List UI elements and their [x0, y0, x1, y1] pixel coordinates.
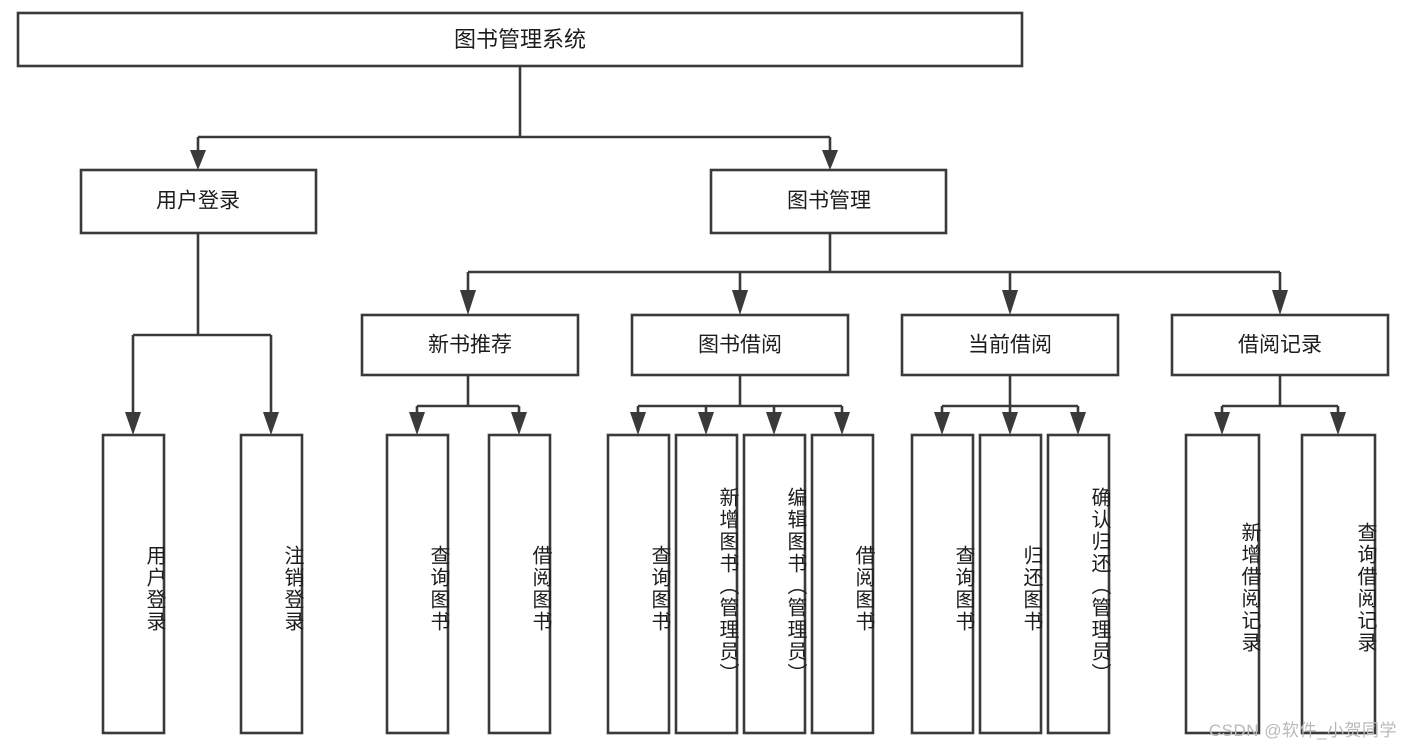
node-root[interactable]: 图书管理系统 — [16, 11, 1024, 68]
leaf-box-book-borrow-1[interactable] — [606, 433, 671, 735]
connector-group-borrow-record — [1214, 375, 1346, 435]
node-root-label: 图书管理系统 — [454, 27, 586, 52]
arrow-bookmgmt-2-icon — [732, 290, 748, 315]
arrow-login-leaf-2-icon — [263, 412, 279, 435]
node-borrow-record-box[interactable] — [1170, 313, 1390, 377]
arrow-currentborrow-leaf-1-icon — [934, 412, 950, 435]
arrow-bookborrow-leaf-3-icon — [766, 412, 782, 435]
connector-group-current-borrow — [934, 375, 1086, 435]
node-borrow-record-label: 借阅记录 — [1238, 334, 1322, 357]
leaf-box-book-borrow-3[interactable] — [742, 433, 807, 735]
leaf-box-user-login-1[interactable] — [101, 433, 166, 735]
arrow-currentborrow-leaf-3-icon — [1070, 412, 1086, 435]
arrow-borrowrecord-leaf-2-icon — [1330, 412, 1346, 435]
node-new-book-recommend-box[interactable] — [360, 313, 580, 377]
node-borrow-record[interactable]: 借阅记录 — [1170, 313, 1390, 377]
watermark-text: CSDN @软件_小贺同学 — [1208, 721, 1397, 740]
node-book-borrow-label: 图书借阅 — [698, 334, 782, 357]
node-user-login-box[interactable] — [79, 168, 318, 235]
leaf-box-borrow-record-2[interactable] — [1300, 433, 1377, 735]
arrow-currentborrow-leaf-2-icon — [1002, 412, 1018, 435]
node-current-borrow-label: 当前借阅 — [968, 334, 1052, 357]
leaf-box-borrow-record-1[interactable] — [1184, 433, 1261, 735]
connector-group-new-book — [409, 375, 527, 435]
leaf-box-book-borrow-4[interactable] — [810, 433, 875, 735]
connector-group-book-management — [460, 233, 1288, 315]
node-user-login-label: 用户登录 — [156, 190, 240, 213]
arrow-bookborrow-leaf-1-icon — [630, 412, 646, 435]
node-user-login[interactable]: 用户登录 — [79, 168, 318, 235]
connector-group-book-borrow — [630, 375, 850, 435]
arrow-borrowrecord-leaf-1-icon — [1214, 412, 1230, 435]
arrow-bookborrow-leaf-2-icon — [698, 412, 714, 435]
leaf-box-new-book-2[interactable] — [487, 433, 552, 735]
node-current-borrow[interactable]: 当前借阅 — [900, 313, 1120, 377]
arrow-bookmgmt-3-icon — [1002, 290, 1018, 315]
leaf-box-new-book-1[interactable] — [385, 433, 450, 735]
leaf-box-current-borrow-2[interactable] — [978, 433, 1043, 735]
leaf-box-current-borrow-3[interactable] — [1046, 433, 1111, 735]
leaf-box-current-borrow-1[interactable] — [910, 433, 975, 735]
arrow-bookmgmt-4-icon — [1272, 290, 1288, 315]
leaf-box-book-borrow-2[interactable] — [674, 433, 739, 735]
node-book-management-box[interactable] — [709, 168, 948, 235]
arrow-root-to-login-icon — [190, 150, 206, 170]
arrow-root-to-bookmgmt-icon — [822, 150, 838, 170]
node-new-book-recommend-label: 新书推荐 — [428, 334, 512, 357]
node-book-borrow-box[interactable] — [630, 313, 850, 377]
node-book-management[interactable]: 图书管理 — [709, 168, 948, 235]
node-new-book-recommend[interactable]: 新书推荐 — [360, 313, 580, 377]
arrow-login-leaf-1-icon — [125, 412, 141, 435]
arrow-bookmgmt-1-icon — [460, 290, 476, 315]
leaf-box-user-login-2[interactable] — [239, 433, 304, 735]
arrow-newbook-leaf-1-icon — [409, 412, 425, 435]
node-book-management-label: 图书管理 — [787, 190, 871, 213]
connector-group-root — [190, 66, 838, 170]
node-root-box[interactable] — [16, 11, 1024, 68]
node-current-borrow-box[interactable] — [900, 313, 1120, 377]
connector-group-user-login — [125, 233, 279, 435]
node-book-borrow[interactable]: 图书借阅 — [630, 313, 850, 377]
arrow-newbook-leaf-2-icon — [511, 412, 527, 435]
arrow-bookborrow-leaf-4-icon — [834, 412, 850, 435]
